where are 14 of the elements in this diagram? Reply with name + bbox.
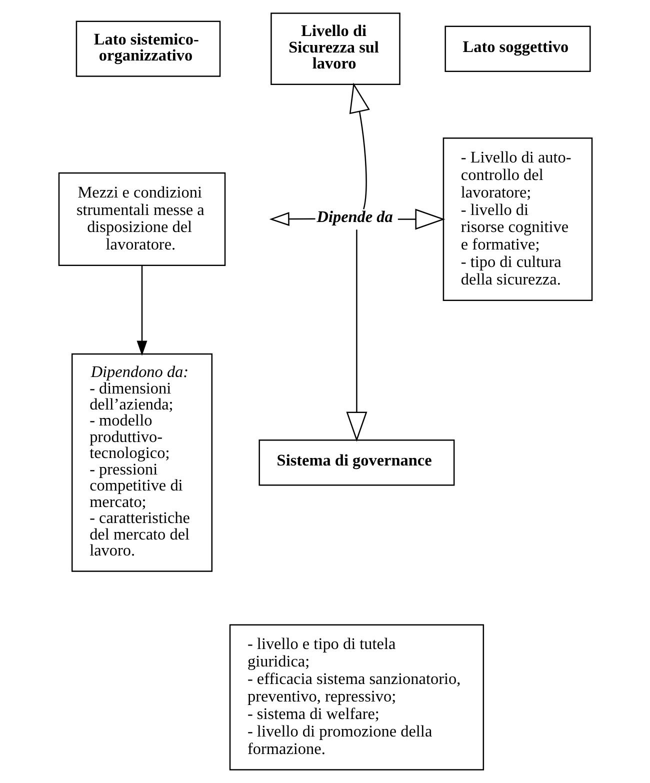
arrow xyxy=(397,208,445,230)
node-box: - Livello di auto-controllo del lavoratore; - livello di risorse cognitive e formative; - tipo di cultura della sicurezza. xyxy=(442,137,592,301)
arrow xyxy=(346,230,367,442)
node-box: Lato sistemico-organizzativo xyxy=(75,20,220,77)
node-box: Livello di Sicurezza sul lavoro xyxy=(270,12,400,86)
arrow xyxy=(268,212,315,226)
node-box: Dipendono da: - dimensioni dell’azienda; - modello produttivo-tecnologico; - pressioni competitive di mercato; - caratteristiche del mercato del lavoro. xyxy=(70,353,212,572)
node-box: - livello e tipo di tutela giuridica; - efficacia sistema sanzionatorio, preventivo, repressivo; - sistema di welfare; - livello di promozione della formazione. xyxy=(228,624,484,770)
node-box: Mezzi e condizioni strumentali messe a disposizione del lavoratore. xyxy=(58,172,226,266)
arrow xyxy=(348,82,370,210)
node-box: Lato soggettivo xyxy=(444,26,590,72)
arrow xyxy=(136,266,147,356)
node-box: Sistema di governance xyxy=(258,440,454,486)
node-text: Dipende da xyxy=(316,208,392,226)
